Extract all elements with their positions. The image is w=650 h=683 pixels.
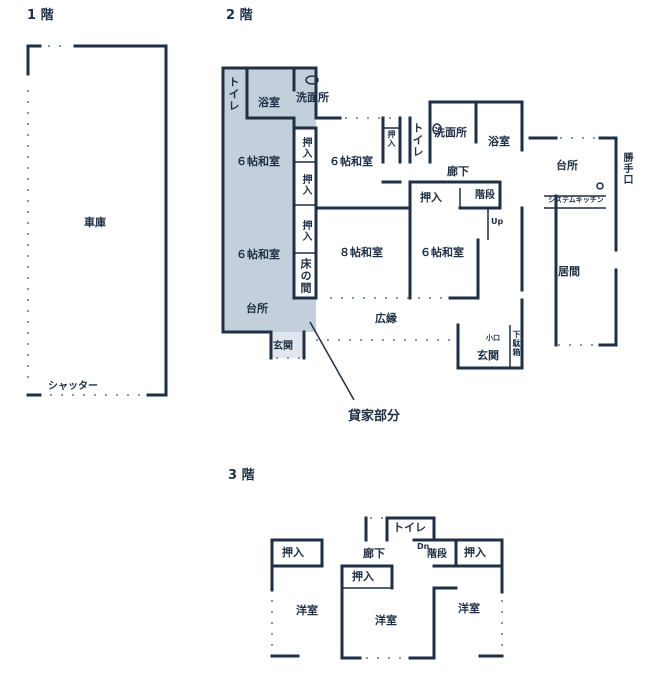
rental-entrance-label: 玄関 [273, 341, 293, 352]
f3-western-right-label: 洋室 [458, 602, 480, 615]
hiroen-label: 広縁 [375, 312, 397, 325]
corridor-label: 廊下 [447, 165, 469, 178]
room-6jo-right-label: ６帖和室 [420, 246, 464, 259]
room-8jo-label: ８帖和室 [339, 246, 383, 259]
rental-6jo-room-2-label: ６帖和室 [236, 248, 280, 261]
f3-western-center-label: 洋室 [375, 614, 397, 627]
closet-1-label: 押入 [300, 137, 311, 159]
f3-stairs-label: 階段 [427, 549, 447, 560]
katteguchi-label: 勝手口 [621, 152, 632, 185]
living-label: 居間 [558, 265, 580, 278]
kitchen-label: 台所 [556, 159, 578, 172]
shutter-label: シャッター [48, 381, 98, 392]
rental-kitchen-label: 台所 [246, 302, 268, 315]
entrance-label: 玄関 [477, 349, 499, 362]
f3-corridor-label: 廊下 [363, 547, 385, 560]
room-6jo-top-label: ６帖和室 [329, 155, 373, 168]
stairs-up-label: Up [491, 217, 504, 226]
rental-toilet-label: トイレ [227, 76, 240, 112]
floor3-walls [270, 516, 504, 660]
f3-toilet-label: トイレ [393, 521, 426, 534]
closet-4-label: 押入 [387, 130, 396, 148]
garage-label: 車庫 [84, 216, 106, 229]
system-kitchen-label: システムキッチン [548, 196, 604, 204]
closet-2-label: 押入 [300, 174, 311, 196]
stairs-label: 階段 [475, 190, 495, 201]
f3-closet-left-label: 押入 [282, 546, 304, 559]
shoe-box-label: 下駄箱 [512, 330, 521, 357]
f3-dn-label: Dn [417, 542, 430, 551]
washroom-label: 洗面所 [434, 126, 467, 139]
rental-6jo-room-1-label: ６帖和室 [236, 155, 280, 168]
rental-part-label: 貸家部分 [348, 409, 401, 424]
closet-3-label: 押入 [300, 220, 311, 242]
closet-5-label: 押入 [420, 191, 442, 204]
f3-western-left-label: 洋室 [296, 604, 318, 617]
rental-bath-label: 浴室 [258, 96, 280, 109]
rental-part-walls [221, 66, 318, 360]
floor1-garage-walls [26, 44, 168, 397]
floor1-title: 1 階 [27, 8, 54, 23]
tokonoma-label: 床の間 [299, 258, 312, 294]
f3-closet-right-label: 押入 [464, 546, 486, 559]
floor2-title: 2 階 [226, 8, 253, 23]
rental-washroom-label: 洗面所 [296, 91, 329, 104]
bath-label: 浴室 [488, 135, 510, 148]
f3-closet-center-label: 押入 [352, 570, 374, 583]
toilet-label: トイレ [411, 122, 424, 158]
floor3-title: 3 階 [228, 468, 255, 483]
floor2-main-walls [305, 75, 618, 401]
small-label: 小口 [486, 334, 500, 342]
